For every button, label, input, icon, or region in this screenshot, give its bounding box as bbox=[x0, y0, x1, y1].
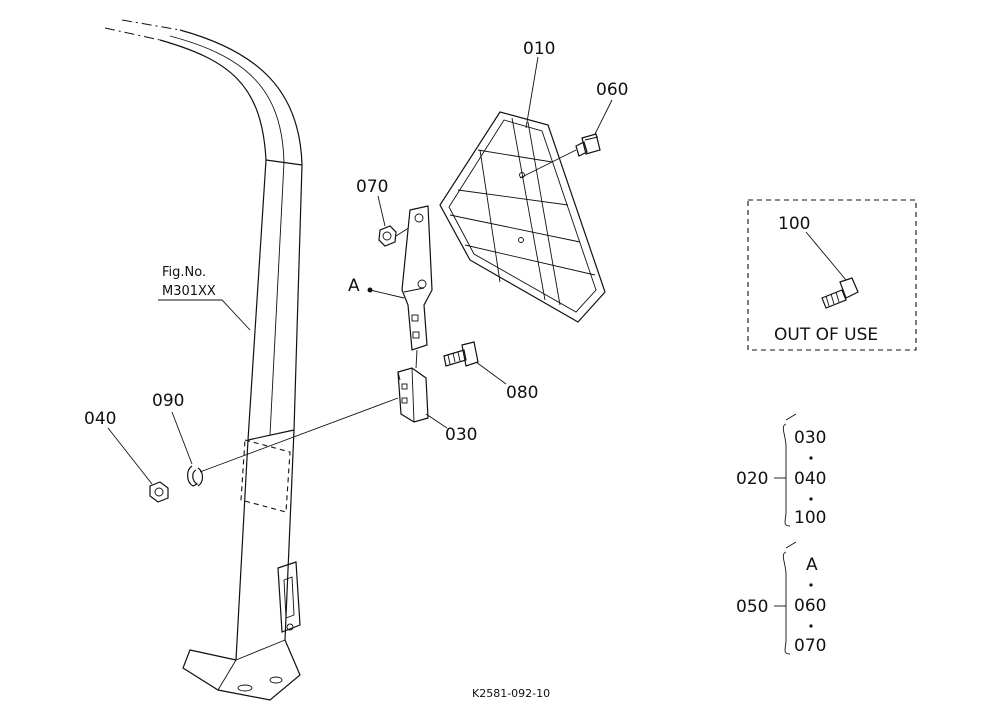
group-020-dot-2 bbox=[809, 497, 813, 501]
drawing-number: K2581-092-10 bbox=[472, 687, 550, 700]
group-020: 020 030 040 100 bbox=[736, 413, 826, 528]
label-060: 060 bbox=[596, 80, 628, 100]
nut-040 bbox=[149, 481, 169, 503]
label-040: 040 bbox=[84, 409, 116, 429]
axis-a-030 bbox=[415, 349, 418, 369]
out-of-use-box: 100 OUT OF USE bbox=[747, 199, 917, 351]
group-050-member-3: 070 bbox=[794, 636, 826, 656]
bracket-030 bbox=[397, 367, 429, 423]
leader-040 bbox=[107, 427, 153, 485]
leader-030 bbox=[425, 413, 448, 429]
bracket-a bbox=[401, 205, 433, 351]
group-050-id: 050 bbox=[736, 597, 768, 617]
group-020-id: 020 bbox=[736, 469, 768, 489]
group-050-member-1: A bbox=[806, 555, 818, 575]
fig-ref-line1: Fig.No. bbox=[162, 265, 206, 280]
group-050-dot-2 bbox=[809, 624, 813, 628]
group-050-member-2: 060 bbox=[794, 596, 826, 616]
out-of-use-text: OUT OF USE bbox=[774, 325, 878, 345]
group-050: 050 A 060 070 bbox=[736, 541, 826, 656]
washer-090 bbox=[187, 465, 204, 487]
leader-a bbox=[369, 289, 405, 299]
axis-mount bbox=[199, 397, 399, 473]
group-020-member-2: 040 bbox=[794, 469, 826, 489]
group-050-dot-1 bbox=[809, 583, 813, 587]
label-030: 030 bbox=[445, 425, 477, 445]
leader-060 bbox=[594, 99, 613, 135]
bolt-080 bbox=[443, 341, 479, 367]
bolt-060 bbox=[575, 133, 601, 157]
mirror-010 bbox=[439, 111, 606, 323]
label-010: 010 bbox=[523, 39, 555, 59]
fig-ref-line2: M301XX bbox=[162, 284, 216, 299]
leader-080 bbox=[475, 361, 507, 385]
axis-060 bbox=[519, 149, 577, 179]
leader-070 bbox=[377, 195, 386, 227]
label-090: 090 bbox=[152, 391, 184, 411]
label-070: 070 bbox=[356, 177, 388, 197]
group-020-member-1: 030 bbox=[794, 428, 826, 448]
rops-frame bbox=[104, 19, 303, 701]
group-020-member-3: 100 bbox=[794, 508, 826, 528]
group-020-dot-1 bbox=[809, 456, 813, 460]
fig-ref-leader bbox=[158, 299, 251, 331]
leader-090 bbox=[171, 411, 193, 465]
leader-010 bbox=[525, 56, 539, 129]
label-a: A bbox=[348, 276, 360, 296]
label-080: 080 bbox=[506, 383, 538, 403]
label-100: 100 bbox=[778, 214, 810, 234]
nut-070 bbox=[378, 225, 397, 247]
